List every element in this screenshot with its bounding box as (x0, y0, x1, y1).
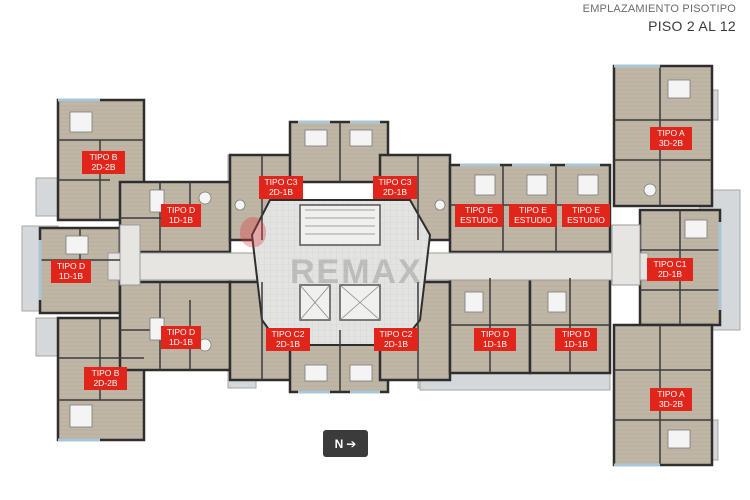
unit-config: 1D-1B (563, 339, 589, 349)
unit-label-tipo-e-1[interactable]: TIPO E ESTUDIO (455, 204, 503, 227)
unit-label-tipo-a-bottom[interactable]: TIPO A 3D-2B (650, 388, 692, 411)
unit-label-tipo-c1[interactable]: TIPO C1 2D-1B (647, 258, 693, 281)
arrow-right-icon: ➔ (346, 436, 357, 451)
core (250, 199, 432, 346)
unit-type: TIPO E (519, 205, 547, 215)
windows (38, 64, 722, 467)
unit-type: TIPO C3 (264, 177, 298, 187)
plan-header: EMPLAZAMIENTO PISOTIPO PISO 2 AL 12 (583, 2, 736, 36)
unit-type: TIPO D (56, 261, 86, 271)
unit-type: TIPO D (561, 329, 591, 339)
unit-config: 2D-1B (268, 187, 294, 197)
unit-label-tipo-b-top[interactable]: TIPO B 2D-2B (82, 151, 125, 174)
watermark-logo-icon (240, 217, 266, 247)
unit-type: TIPO C2 (379, 329, 413, 339)
unit-config: 3D-2B (658, 399, 684, 409)
unit-type: TIPO C3 (378, 177, 412, 187)
unit-label-tipo-d-lower-right[interactable]: TIPO D 1D-1B (555, 328, 597, 351)
unit-config: 2D-1B (275, 339, 301, 349)
unit-config: 2D-1B (382, 187, 408, 197)
north-label: N (334, 436, 344, 451)
unit-label-tipo-d-lower-left[interactable]: TIPO D 1D-1B (161, 326, 201, 349)
unit-label-tipo-e-2[interactable]: TIPO E ESTUDIO (509, 204, 557, 227)
unit-type: TIPO B (91, 368, 120, 378)
unit-config: 2D-1B (383, 339, 409, 349)
plan-subtitle: EMPLAZAMIENTO PISOTIPO (582, 3, 736, 15)
unit-config: 2D-2B (93, 378, 118, 388)
unit-type: TIPO D (166, 327, 196, 337)
unit-label-tipo-c3-left[interactable]: TIPO C3 2D-1B (259, 176, 303, 199)
unit-label-tipo-c2-right[interactable]: TIPO C2 2D-1B (374, 328, 418, 351)
unit-type: TIPO B (89, 152, 118, 162)
unit-config: 1D-1B (168, 215, 194, 225)
unit-config: 1D-1B (58, 271, 84, 281)
unit-type: TIPO E (465, 205, 493, 215)
unit-type: TIPO C1 (653, 259, 687, 269)
unit-type: TIPO D (480, 329, 510, 339)
unit-label-tipo-b-bottom[interactable]: TIPO B 2D-2B (84, 367, 127, 390)
furniture (65, 79, 708, 449)
unit-type: TIPO E (572, 205, 600, 215)
unit-label-tipo-d-left[interactable]: TIPO D 1D-1B (51, 260, 91, 283)
unit-config: 3D-2B (658, 138, 684, 148)
unit-config: 2D-2B (91, 162, 116, 172)
plan-title: PISO 2 AL 12 (648, 18, 736, 34)
unit-config: ESTUDIO (514, 215, 552, 225)
unit-type: TIPO D (166, 205, 196, 215)
unit-label-tipo-c3-right[interactable]: TIPO C3 2D-1B (373, 176, 417, 199)
unit-config: 1D-1B (168, 337, 194, 347)
unit-config: ESTUDIO (567, 215, 605, 225)
unit-label-tipo-d-upper-left[interactable]: TIPO D 1D-1B (161, 204, 201, 227)
unit-type: TIPO A (657, 128, 685, 138)
watermark: REMAX (290, 253, 423, 291)
unit-config: ESTUDIO (460, 215, 498, 225)
north-indicator: N ➔ (323, 430, 368, 457)
unit-label-tipo-a-top[interactable]: TIPO A 3D-2B (650, 127, 692, 150)
unit-label-tipo-e-3[interactable]: TIPO E ESTUDIO (562, 204, 610, 227)
unit-type: TIPO A (657, 389, 685, 399)
unit-label-tipo-d-lower-mid[interactable]: TIPO D 1D-1B (474, 328, 516, 351)
unit-config: 1D-1B (482, 339, 508, 349)
unit-type: TIPO C2 (271, 329, 305, 339)
unit-label-tipo-c2-left[interactable]: TIPO C2 2D-1B (266, 328, 310, 351)
unit-config: 2D-1B (657, 269, 683, 279)
